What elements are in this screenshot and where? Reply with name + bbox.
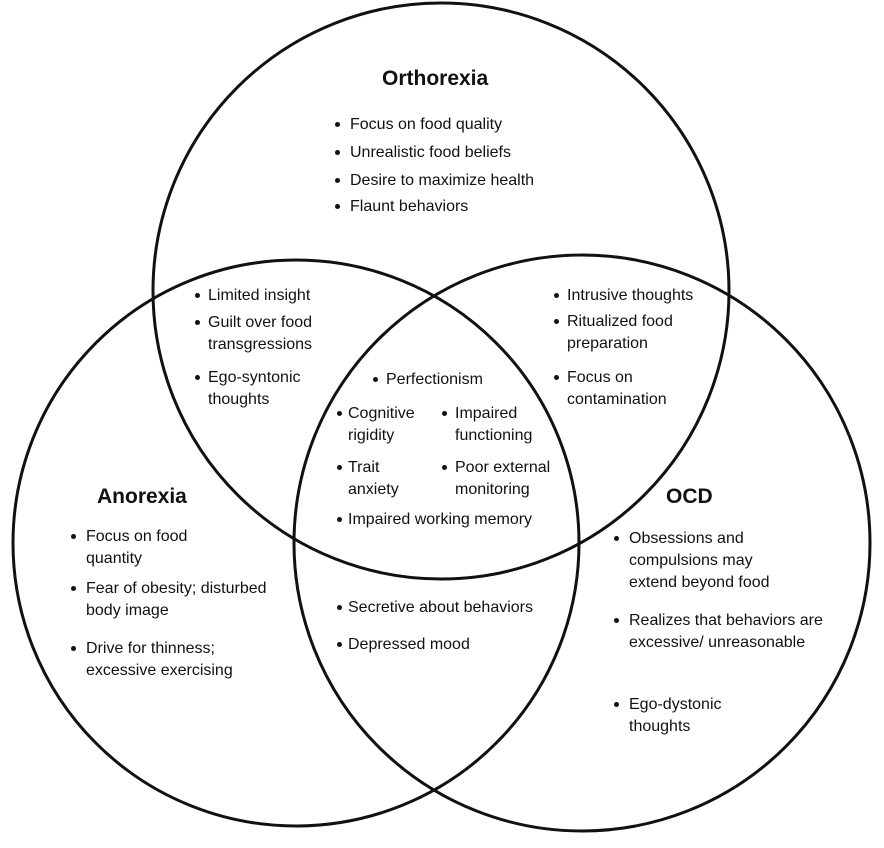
item-text: Drive for thinness; excessive exercising <box>86 640 233 679</box>
bullet-icon <box>71 534 76 539</box>
bullet-icon <box>337 465 342 470</box>
anorexia-item: Fear of obesity; disturbed body image <box>71 578 271 622</box>
item-text: Trait anxiety <box>348 459 399 498</box>
overlap-orthorexia-anorexia-item: Ego-syntonic thoughts <box>195 367 318 411</box>
item-text: Impaired working memory <box>348 511 533 528</box>
anorexia-title: Anorexia <box>97 485 187 508</box>
item-text: Unrealistic food beliefs <box>350 144 511 161</box>
item-text: Perfectionism <box>386 371 483 388</box>
bullet-icon <box>195 320 200 325</box>
bullet-icon <box>614 618 619 623</box>
bullet-icon <box>335 204 340 209</box>
item-text: Ego-dystonic thoughts <box>629 696 722 735</box>
ocd-title: OCD <box>666 485 713 508</box>
orthorexia-circle <box>151 1 731 581</box>
overlap-orthorexia-ocd-item: Focus on contamination <box>554 367 687 411</box>
overlap-all-item: Poor external monitoring <box>442 457 567 501</box>
item-text: Flaunt behaviors <box>350 198 469 215</box>
anorexia-item: Focus on food quantity <box>71 526 216 570</box>
overlap-anorexia-ocd-item: Depressed mood <box>337 634 470 656</box>
overlap-orthorexia-ocd-item: Ritualized food preparation <box>554 311 692 355</box>
overlap-all-item: Impaired functioning <box>442 403 550 447</box>
bullet-icon <box>442 411 447 416</box>
bullet-icon <box>337 642 342 647</box>
item-text: Limited insight <box>208 287 311 304</box>
bullet-icon <box>335 122 340 127</box>
item-text: Desire to maximize health <box>350 172 535 189</box>
overlap-all-item: Trait anxiety <box>337 457 413 501</box>
item-text: Secretive about behaviors <box>348 599 533 616</box>
item-text: Focus on contamination <box>567 369 667 408</box>
bullet-icon <box>195 293 200 298</box>
item-text: Intrusive thoughts <box>567 287 694 304</box>
item-text: Cognitive rigidity <box>348 405 415 444</box>
bullet-icon <box>614 536 619 541</box>
orthorexia-item: Focus on food quality <box>335 114 590 136</box>
ocd-item: Obsessions and compulsions may extend be… <box>614 528 799 594</box>
item-text: Impaired functioning <box>455 405 533 444</box>
ocd-circle <box>292 253 872 833</box>
bullet-icon <box>337 605 342 610</box>
bullet-icon <box>335 178 340 183</box>
bullet-icon <box>614 702 619 707</box>
bullet-icon <box>442 465 447 470</box>
orthorexia-item: Desire to maximize health <box>335 170 590 192</box>
overlap-all-item: Cognitive rigidity <box>337 403 433 447</box>
ocd-item: Realizes that behaviors are excessive/ u… <box>614 610 824 654</box>
orthorexia-item: Unrealistic food beliefs <box>335 142 590 164</box>
orthorexia-item: Flaunt behaviors <box>335 196 590 218</box>
bullet-icon <box>195 375 200 380</box>
bullet-icon <box>71 646 76 651</box>
item-text: Ego-syntonic thoughts <box>208 369 301 408</box>
item-text: Focus on food quality <box>350 116 503 133</box>
orthorexia-title: Orthorexia <box>382 67 489 90</box>
bullet-icon <box>554 375 559 380</box>
overlap-all-item: Perfectionism <box>373 369 483 391</box>
item-text: Focus on food quantity <box>86 528 188 567</box>
item-text: Realizes that behaviors are excessive/ u… <box>629 612 823 651</box>
overlap-orthorexia-ocd-item: Intrusive thoughts <box>554 285 694 307</box>
item-text: Obsessions and compulsions may extend be… <box>629 530 770 591</box>
bullet-icon <box>554 293 559 298</box>
bullet-icon <box>554 319 559 324</box>
ocd-item: Ego-dystonic thoughts <box>614 694 739 738</box>
bullet-icon <box>337 411 342 416</box>
item-text: Fear of obesity; disturbed body image <box>86 580 267 619</box>
anorexia-item: Drive for thinness; excessive exercising <box>71 638 266 682</box>
overlap-orthorexia-anorexia-item: Guilt over food transgressions <box>195 312 333 356</box>
bullet-icon <box>373 377 378 382</box>
bullet-icon <box>71 586 76 591</box>
bullet-icon <box>337 517 342 522</box>
item-text: Ritualized food preparation <box>567 313 673 352</box>
item-text: Depressed mood <box>348 636 470 653</box>
overlap-orthorexia-anorexia-item: Limited insight <box>195 285 311 307</box>
overlap-anorexia-ocd-item: Secretive about behaviors <box>337 597 533 619</box>
anorexia-circle <box>11 258 581 828</box>
item-text: Guilt over food transgressions <box>208 314 313 353</box>
overlap-all-item: Impaired working memory <box>337 509 533 531</box>
item-text: Poor external monitoring <box>455 459 551 498</box>
bullet-icon <box>335 150 340 155</box>
